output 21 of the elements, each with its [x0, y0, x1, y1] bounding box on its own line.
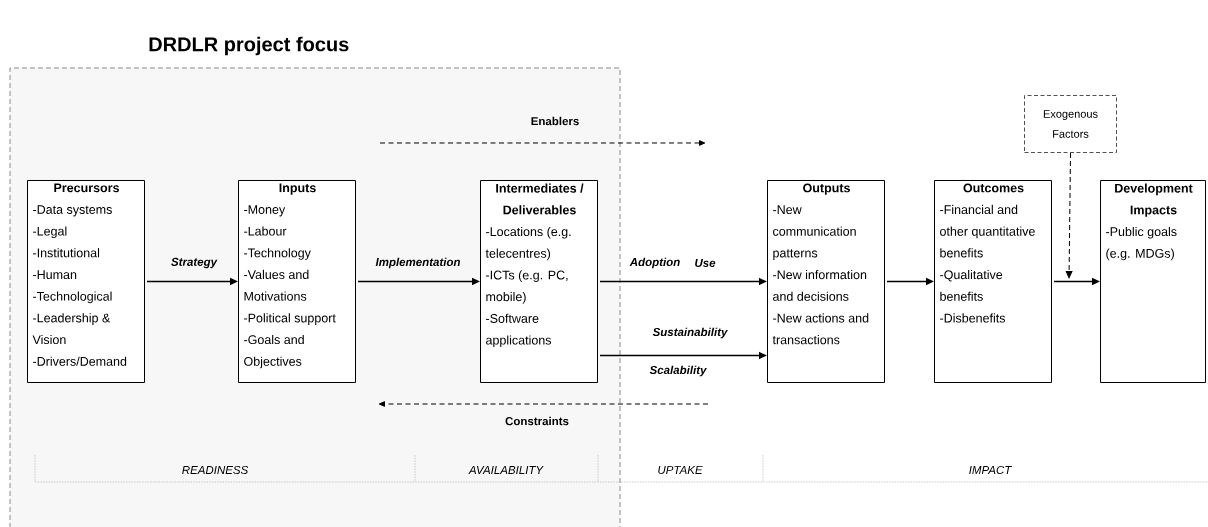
title: DRDLR project focus	[149, 36, 349, 56]
phase-label: UPTAKE	[658, 466, 703, 474]
process-box: Outputs -New communication patterns -New information and decisions -New actions and transactions	[767, 180, 885, 383]
process-box: Outcomes -Financial and other quantitative benefits -Qualitative benefits -Disbenefits	[934, 180, 1052, 383]
arrow	[1065, 152, 1073, 279]
process-box: Precursors -Data systems -Legal -Institutional -Human -Technological -Leadership & Vision -Drivers/Demand	[27, 180, 145, 383]
process-box: Intermediates / Deliverables -Locations (e.g. telecentres) -ICTs (e.g. PC, mobile) -Software applications	[480, 180, 598, 383]
edge-label: Adoption	[629, 257, 680, 269]
process-box: Inputs -Money -Labour -Technology -Values and Motivations -Political support -Goals and Objectives	[238, 180, 356, 383]
phase-label: READINESS	[182, 465, 249, 475]
phase-label: AVAILABILITY	[468, 466, 544, 474]
phase-label: IMPACT	[969, 465, 1012, 475]
line-label: Use	[695, 259, 716, 267]
line-label: Scalability	[649, 365, 707, 377]
edge-label: Sustainability	[652, 327, 728, 339]
factor-box: Exogenous Factors	[1024, 95, 1117, 153]
arrow-label: Enablers	[531, 116, 579, 126]
edge-label: Strategy	[171, 257, 218, 269]
arrow-label: Constraints	[505, 416, 569, 426]
edge-label: Implementation	[375, 257, 460, 269]
process-box: Development Impacts -Public goals (e.g. MDGs)	[1100, 180, 1206, 383]
